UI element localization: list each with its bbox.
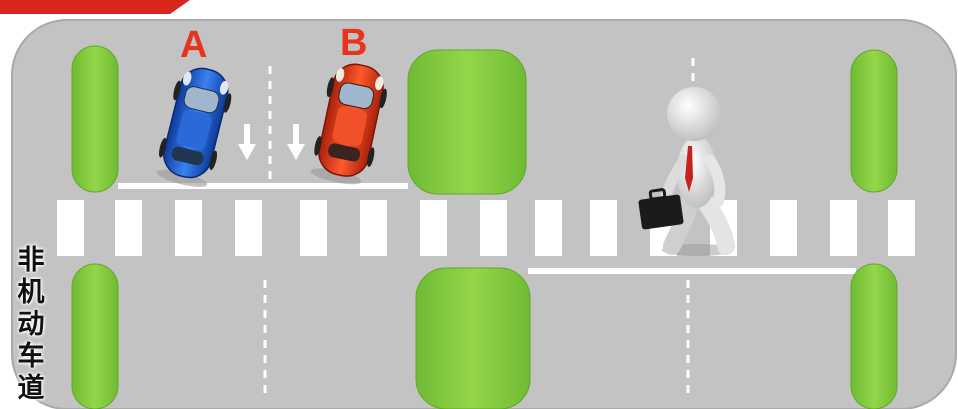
green-island-top-center (407, 49, 527, 195)
down-arrow-icon (287, 124, 305, 160)
stop-line-bottom (528, 268, 856, 274)
green-island-bottom-left (71, 263, 119, 409)
crosswalk (57, 200, 915, 256)
green-island-top-left (71, 45, 119, 193)
person-with-briefcase-icon (638, 87, 735, 256)
non-motor-lane-sign: 非机动车道 (17, 245, 45, 404)
car-b (310, 63, 387, 185)
banner-corner (0, 0, 190, 14)
green-island-bottom-right (850, 263, 898, 409)
green-island-bottom-center (415, 267, 531, 409)
stop-line-top (118, 183, 408, 189)
car-a-label: A (180, 24, 208, 66)
down-arrow-icon (238, 124, 256, 160)
car-b-label: B (340, 22, 368, 64)
car-a (156, 67, 232, 187)
green-islands (71, 45, 898, 409)
green-island-top-right (850, 49, 898, 193)
